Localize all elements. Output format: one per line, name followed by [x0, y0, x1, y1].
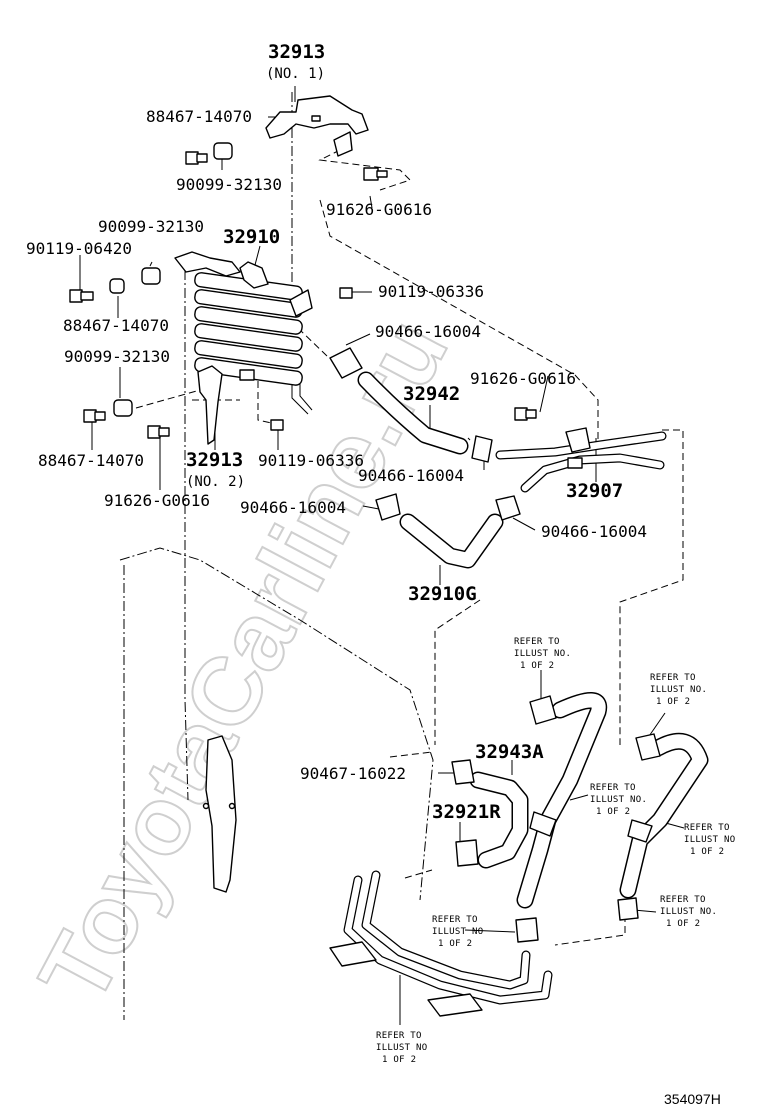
label-90119-a: 90119-06420	[26, 239, 132, 258]
clip-icon	[515, 917, 539, 943]
refer-note-line: REFER TO	[432, 915, 478, 925]
part-labels-fasteners: 88467-14070 90099-32130 91626-G0616 9009…	[26, 107, 647, 783]
label-90466-a: 90466-16004	[375, 322, 481, 341]
lower-hoses	[451, 692, 709, 943]
refer-note-line: 1 OF 2	[666, 919, 700, 929]
refer-note-line: 1 OF 2	[438, 939, 472, 949]
clip-icon	[455, 839, 479, 867]
collar-icon	[113, 399, 133, 417]
refer-note-5: REFER TO ILLUST NO. 1 OF 2	[660, 895, 717, 929]
assembly-lines	[119, 92, 684, 1020]
refer-note-line: 1 OF 2	[596, 807, 630, 817]
grommet-icon	[109, 278, 125, 294]
bolt-icon	[514, 407, 528, 421]
label-32913-no2-sub: (NO. 2)	[186, 474, 245, 490]
label-90099-a: 90099-32130	[176, 175, 282, 194]
fasteners-top	[185, 142, 388, 181]
bracket-no1	[265, 95, 369, 157]
collar-icon	[213, 142, 233, 160]
refer-note-3: REFER TO ILLUST NO. 1 OF 2	[590, 783, 647, 817]
part-labels-major: 32913 (NO. 1) 32910 32942 32913 (NO. 2) …	[186, 41, 623, 823]
label-32943a: 32943A	[475, 741, 544, 763]
label-90467: 90467-16022	[300, 764, 406, 783]
clip-icon	[495, 495, 521, 521]
label-90099-c: 90099-32130	[64, 347, 170, 366]
label-91626-a: 91626-G0616	[326, 200, 432, 219]
refer-note-line: REFER TO	[684, 823, 730, 833]
bolt-icon	[83, 409, 97, 423]
oil-cooler	[174, 251, 313, 415]
refer-note-line: ILLUST NO.	[650, 685, 707, 695]
label-32921r: 32921R	[432, 801, 501, 823]
fasteners-left	[69, 267, 537, 439]
tube-32907	[495, 427, 667, 493]
clip-icon	[529, 695, 557, 725]
refer-note-6: REFER TO ILLUST NO 1 OF 2	[432, 915, 483, 949]
hose-32942	[329, 347, 493, 463]
label-88467-b: 88467-14070	[63, 316, 169, 335]
refer-note-2: REFER TO ILLUST NO. 1 OF 2	[650, 673, 707, 707]
refer-note-1: REFER TO ILLUST NO. 1 OF 2	[514, 637, 571, 671]
bolt-icon	[363, 167, 379, 181]
label-90119-b: 90119-06336	[378, 282, 484, 301]
label-32910g: 32910G	[408, 583, 477, 605]
bolt-icon	[185, 151, 199, 165]
refer-note-line: ILLUST NO.	[590, 795, 647, 805]
clip-icon	[329, 347, 363, 379]
label-32913-no2: 32913	[186, 449, 243, 471]
refer-note-line: ILLUST NO.	[514, 649, 571, 659]
bolt-icon	[270, 419, 284, 431]
label-90466-b: 90466-16004	[358, 466, 464, 485]
clip-icon	[375, 493, 401, 521]
label-32913-no1: 32913	[268, 41, 325, 63]
refer-note-line: 1 OF 2	[656, 697, 690, 707]
side-bracket-lower	[202, 735, 237, 893]
label-32910: 32910	[223, 226, 280, 248]
label-91626-b: 91626-G0616	[470, 369, 576, 388]
catalog-code: 354097H	[664, 1091, 721, 1107]
refer-note-4: REFER TO ILLUST NO 1 OF 2	[684, 823, 735, 857]
refer-note-line: REFER TO	[660, 895, 706, 905]
refer-note-line: 1 OF 2	[382, 1055, 416, 1065]
label-90466-c: 90466-16004	[240, 498, 346, 517]
hose-32910g	[375, 493, 521, 569]
bolt-icon	[69, 289, 83, 303]
clip-icon	[617, 897, 639, 921]
clip-icon	[635, 733, 661, 761]
refer-note-line: REFER TO	[650, 673, 696, 683]
refer-note-line: ILLUST NO	[376, 1043, 427, 1053]
clip-icon	[471, 435, 493, 463]
bracket-no2	[197, 365, 255, 445]
label-32907: 32907	[566, 480, 623, 502]
label-90099-b: 90099-32130	[98, 217, 204, 236]
bolt-icon	[339, 287, 353, 299]
refer-note-line: REFER TO	[376, 1031, 422, 1041]
refer-note-line: ILLUST NO.	[660, 907, 717, 917]
label-91626-c: 91626-G0616	[104, 491, 210, 510]
bolt-icon	[147, 425, 161, 439]
refer-note-line: REFER TO	[590, 783, 636, 793]
refer-note-line: REFER TO	[514, 637, 560, 647]
refer-note-line: ILLUST NO	[684, 835, 735, 845]
refer-note-line: ILLUST NO	[432, 927, 483, 937]
refer-note-line: 1 OF 2	[520, 661, 554, 671]
label-32942: 32942	[403, 383, 460, 405]
label-32913-no1-sub: (NO. 1)	[266, 66, 325, 82]
refer-note-line: 1 OF 2	[690, 847, 724, 857]
collar-icon	[141, 267, 161, 285]
label-88467-c: 88467-14070	[38, 451, 144, 470]
refer-note-7: REFER TO ILLUST NO 1 OF 2	[376, 1031, 427, 1065]
lower-pipe-assembly	[329, 870, 553, 1017]
label-90119-c: 90119-06336	[258, 451, 364, 470]
label-90466-d: 90466-16004	[541, 522, 647, 541]
label-88467-a: 88467-14070	[146, 107, 252, 126]
clip-icon	[451, 759, 475, 785]
